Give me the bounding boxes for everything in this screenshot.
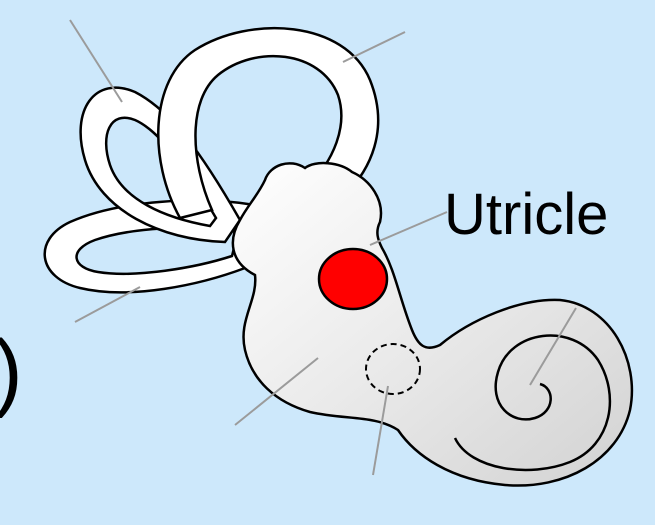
leader-line-posterior-canal bbox=[70, 20, 122, 102]
utricle-highlight bbox=[319, 249, 387, 309]
leader-line-anterior-canal bbox=[343, 32, 405, 62]
cropped-edge-text: ) bbox=[0, 323, 23, 419]
utricle-label: Utricle bbox=[444, 182, 608, 247]
